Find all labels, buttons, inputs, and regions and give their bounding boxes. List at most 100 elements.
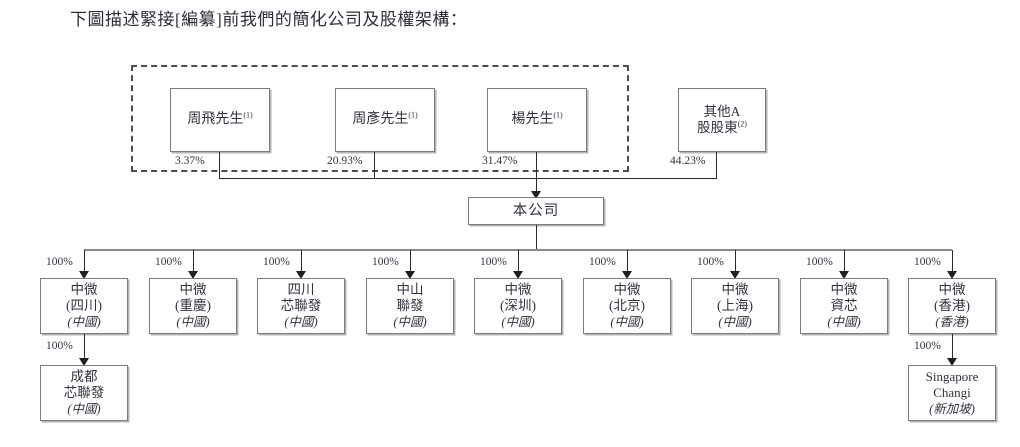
ownership-percent-subsidiary-7: 100% xyxy=(697,256,724,268)
shareholder-box-2[interactable]: 周彥先生(1) xyxy=(335,88,435,152)
arrow-subsidiary-4 xyxy=(405,271,415,279)
subsidiary-name-line1: 中微 xyxy=(830,282,858,297)
subsidiary-box-8[interactable]: 中微 資芯 (中國) xyxy=(800,278,888,334)
subsidiary-name-line1: 中微 xyxy=(613,282,641,297)
subsidiary-region: (中國) xyxy=(176,315,210,329)
footnote-marker: (1) xyxy=(408,110,418,120)
footnote-marker: (2) xyxy=(737,119,747,129)
subsidiary-name-line2: 聯發 xyxy=(396,298,424,313)
second-level-box-2[interactable]: Singapore Changi (新加坡) xyxy=(908,365,996,421)
ownership-percent-subsidiary-3: 100% xyxy=(263,256,290,268)
subsidiary-box-7[interactable]: 中微 (上海) (中國) xyxy=(691,278,779,334)
subsidiary-name-line1: 中微 xyxy=(938,282,966,297)
shareholder-bus-line xyxy=(219,178,717,179)
company-label: 本公司 xyxy=(512,203,560,219)
second-level-box-1[interactable]: 成都 芯聯發 (中國) xyxy=(40,365,128,421)
ownership-percent-other-a-shares: 44.23% xyxy=(670,155,706,167)
ownership-percent-second-level-2: 100% xyxy=(914,340,941,352)
subsidiary-name-line2: (北京) xyxy=(609,298,645,313)
arrow-subsidiary-6 xyxy=(622,271,632,279)
connector-subsidiary-5 xyxy=(518,250,519,275)
arrow-second-level-2 xyxy=(947,358,957,366)
subsidiary-region: (香港) xyxy=(935,315,969,329)
subsidiary-name-line1: 中山 xyxy=(396,282,424,297)
connector-shareholder-3 xyxy=(536,152,537,179)
connector-subsidiary-4 xyxy=(410,250,411,275)
connector-shareholder-2 xyxy=(374,152,375,179)
subsidiary-box-6[interactable]: 中微 (北京) (中國) xyxy=(583,278,671,334)
subsidiary-region: (中國) xyxy=(718,315,752,329)
connector-company-to-bus xyxy=(536,225,537,250)
connector-subsidiary-9 xyxy=(952,250,953,275)
arrow-second-level-1 xyxy=(79,358,89,366)
subsidiary-name-line2: (上海) xyxy=(717,298,753,313)
subsidiary-box-9[interactable]: 中微 (香港) (香港) xyxy=(908,278,996,334)
ownership-percent-second-level-1: 100% xyxy=(46,340,73,352)
second-level-name-line1: 成都 xyxy=(70,369,98,384)
shareholder-name: 周飛先生(1) xyxy=(187,110,253,127)
subsidiary-name-line2: (深圳) xyxy=(500,298,536,313)
subsidiary-name-line2: (香港) xyxy=(934,298,970,313)
footnote-marker: (1) xyxy=(553,110,563,120)
footnote-marker: (1) xyxy=(243,110,253,120)
connector-subsidiary-8 xyxy=(844,250,845,275)
subsidiary-name-line1: 中微 xyxy=(504,282,532,297)
subsidiary-region: (中國) xyxy=(393,315,427,329)
subsidiary-name-line1: 中微 xyxy=(70,282,98,297)
second-level-name-line1: Singapore xyxy=(925,369,979,384)
arrow-subsidiary-2 xyxy=(188,271,198,279)
subsidiary-name-line1: 四川 xyxy=(287,282,315,297)
second-level-region: (中國) xyxy=(67,402,101,416)
second-level-name-line2: Changi xyxy=(933,385,971,400)
subsidiary-region: (中國) xyxy=(67,315,101,329)
ownership-percent-subsidiary-5: 100% xyxy=(480,256,507,268)
ownership-percent-subsidiary-2: 100% xyxy=(155,256,182,268)
subsidiary-name-line1: 中微 xyxy=(179,282,207,297)
connector-subsidiary-3 xyxy=(301,250,302,275)
arrow-subsidiary-8 xyxy=(839,271,849,279)
connector-second-level-2 xyxy=(952,334,953,362)
second-level-region: (新加坡) xyxy=(929,402,975,416)
arrow-subsidiary-1 xyxy=(79,271,89,279)
connector-second-level-1 xyxy=(84,334,85,362)
shareholder-box-3[interactable]: 楊先生(1) xyxy=(487,88,587,152)
subsidiary-region: (中國) xyxy=(827,315,861,329)
shareholder-box-1[interactable]: 周飛先生(1) xyxy=(170,88,270,152)
connector-bus-to-company xyxy=(536,178,537,195)
connector-subsidiary-7 xyxy=(735,250,736,275)
subsidiary-box-5[interactable]: 中微 (深圳) (中國) xyxy=(474,278,562,334)
ownership-percent-subsidiary-9: 100% xyxy=(914,256,941,268)
ownership-percent-subsidiary-4: 100% xyxy=(372,256,399,268)
subsidiary-name-line2: 芯聯發 xyxy=(280,298,322,313)
shareholder-name: 楊先生(1) xyxy=(511,110,563,127)
company-box[interactable]: 本公司 xyxy=(468,197,604,225)
shareholder-box-other-a-shares[interactable]: 其他A 股股東(2) xyxy=(678,88,766,152)
connector-shareholder-1 xyxy=(219,152,220,179)
ownership-percent-subsidiary-8: 100% xyxy=(806,256,833,268)
subsidiary-name-line2: (四川) xyxy=(66,298,102,313)
arrow-to-company xyxy=(531,191,541,199)
subsidiary-region: (中國) xyxy=(284,315,318,329)
subsidiary-box-4[interactable]: 中山 聯發 (中國) xyxy=(366,278,454,334)
subsidiary-box-2[interactable]: 中微 (重慶) (中國) xyxy=(149,278,237,334)
arrow-subsidiary-7 xyxy=(730,271,740,279)
ownership-percent-shareholder-2: 20.93% xyxy=(327,155,363,167)
ownership-percent-subsidiary-6: 100% xyxy=(589,256,616,268)
ownership-percent-shareholder-1: 3.37% xyxy=(175,155,205,167)
ownership-percent-shareholder-3: 31.47% xyxy=(482,155,518,167)
ownership-percent-subsidiary-1: 100% xyxy=(46,256,73,268)
subsidiary-box-3[interactable]: 四川 芯聯發 (中國) xyxy=(257,278,345,334)
shareholder-name: 周彥先生(1) xyxy=(352,110,418,127)
subsidiary-region: (中國) xyxy=(501,315,535,329)
connector-subsidiary-6 xyxy=(627,250,628,275)
arrow-subsidiary-5 xyxy=(513,271,523,279)
shareholder-name-line2: 股股東(2) xyxy=(697,119,747,135)
subsidiary-region: (中國) xyxy=(610,315,644,329)
connector-subsidiary-2 xyxy=(193,250,194,275)
subsidiary-box-1[interactable]: 中微 (四川) (中國) xyxy=(40,278,128,334)
arrow-subsidiary-3 xyxy=(296,271,306,279)
controlling-shareholders-group xyxy=(131,65,629,172)
subsidiary-name-line1: 中微 xyxy=(721,282,749,297)
connector-other-a-shares xyxy=(716,152,717,179)
second-level-name-line2: 芯聯發 xyxy=(63,385,105,400)
